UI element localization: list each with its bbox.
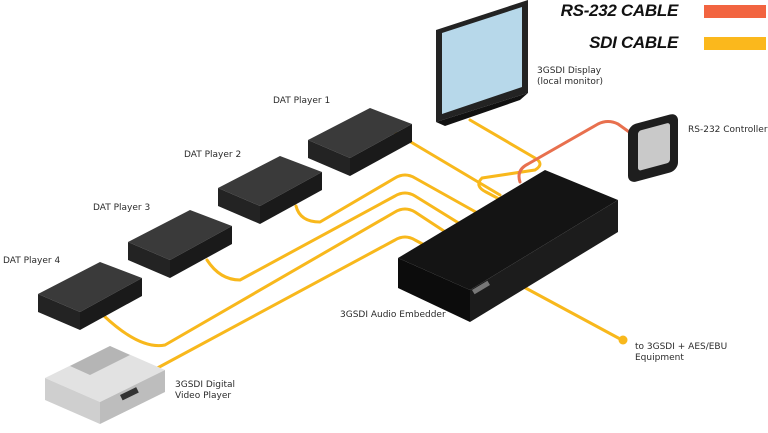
display-monitor: [436, 0, 528, 126]
display-label: 3GSDI Display (local monitor): [537, 66, 603, 88]
sdi-cable-dat4: [101, 207, 452, 348]
sdi-cable-display: [468, 118, 542, 212]
audio-embedder: [398, 170, 618, 322]
sdi-cable-output: [518, 283, 624, 342]
sdi-cable-dat2: [294, 173, 492, 224]
display-label-line2: (local monitor): [537, 77, 604, 87]
dat-player-1: [308, 108, 412, 176]
output-connector-dot: [618, 335, 628, 345]
legend-sdi-label: SDI CABLE: [589, 33, 678, 52]
video-player-label: 3GSDI Digital Video Player: [175, 380, 235, 402]
controller-label: RS-232 Controller: [688, 125, 768, 135]
dat4-label: DAT Player 4: [3, 256, 61, 266]
display-label-line1: 3GSDI Display: [537, 66, 602, 76]
video-player-label-line1: 3GSDI Digital: [175, 380, 236, 390]
video-player: [45, 346, 165, 424]
dat-player-2: [218, 156, 322, 224]
dat1-label: DAT Player 1: [273, 96, 331, 106]
dat3-label: DAT Player 3: [93, 203, 151, 213]
rs232-cable: [517, 120, 634, 184]
sdi-cable-dat1: [392, 130, 502, 197]
dat-player-4: [38, 262, 142, 330]
legend-rs232-swatch: [704, 5, 766, 18]
rs232-controller: [628, 114, 678, 182]
dat2-label: DAT Player 2: [184, 150, 242, 160]
dat-player-3: [128, 210, 232, 278]
output-label-line2: Equipment: [635, 353, 684, 363]
embedder-label: 3GSDI Audio Embedder: [340, 310, 446, 320]
legend-sdi-swatch: [704, 37, 766, 50]
sdi-cable-video-player: [148, 235, 432, 374]
sdi-cable-dat3: [205, 191, 472, 282]
video-player-label-line2: Video Player: [175, 391, 232, 401]
legend-rs232-label: RS-232 CABLE: [560, 1, 679, 20]
output-label: to 3GSDI + AES/EBU Equipment: [635, 342, 727, 364]
output-label-line1: to 3GSDI + AES/EBU: [635, 342, 728, 352]
